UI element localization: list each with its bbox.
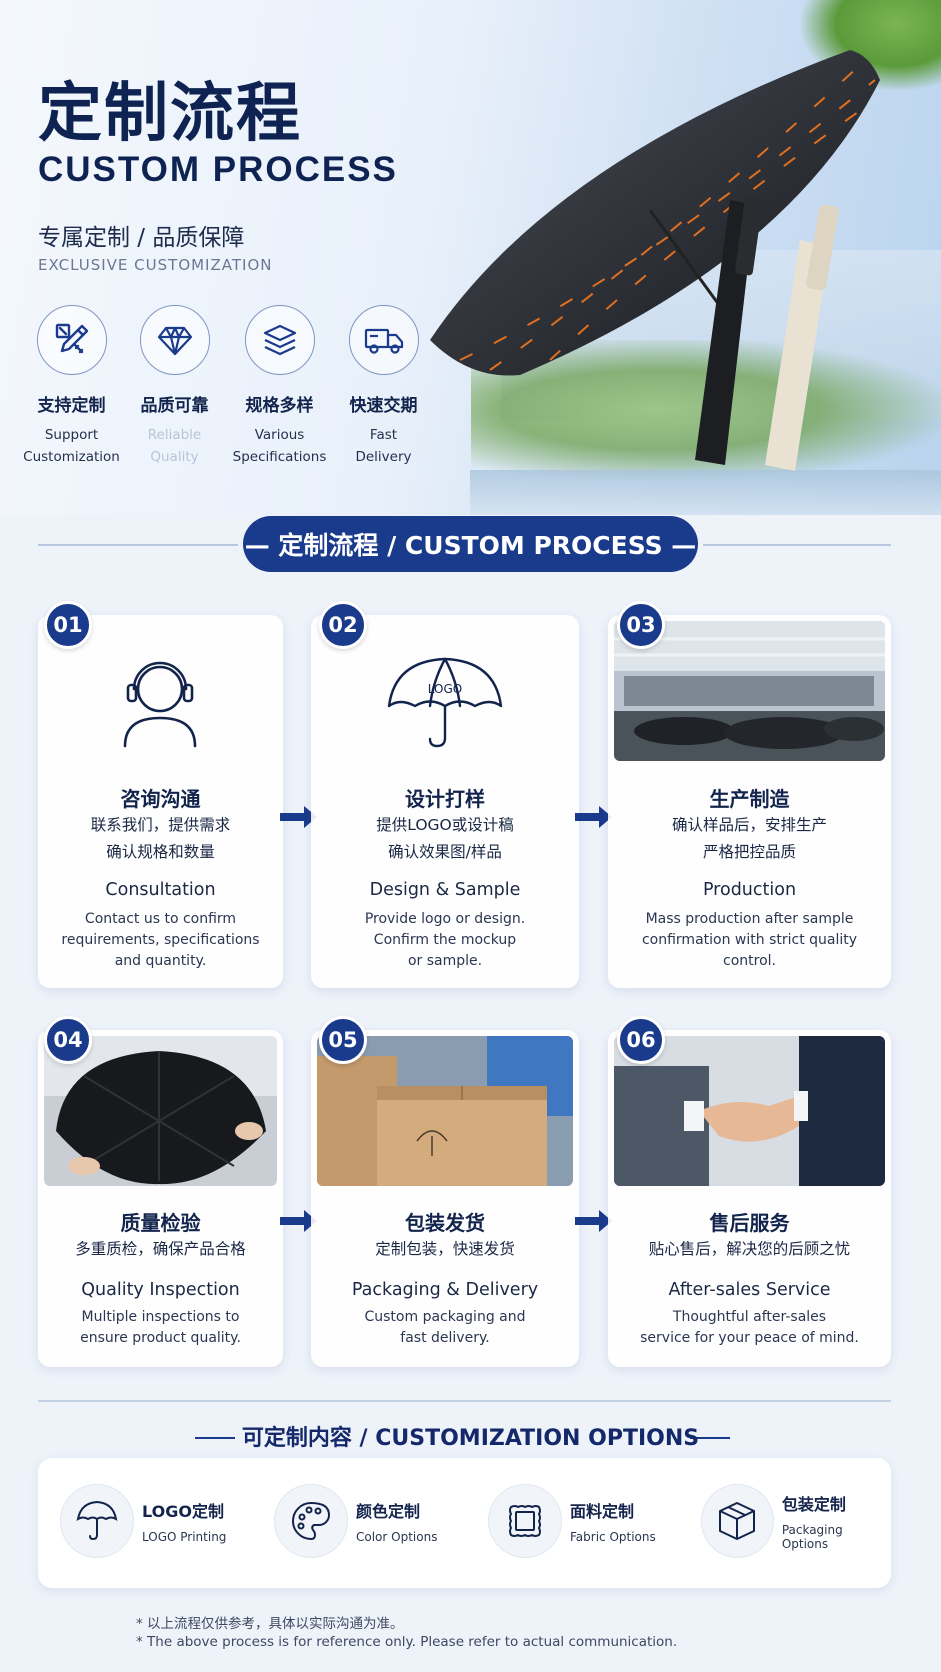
page-subtitle: CUSTOM PROCESS — [38, 150, 398, 189]
step-title-en: Production — [702, 880, 797, 900]
option-label-en: LOGO Printing — [142, 1530, 227, 1544]
option-label-en: Packaging Options — [781, 1523, 843, 1551]
step-desc-cn: 定制包装，快速发货 — [375, 1240, 515, 1258]
layers-icon — [244, 305, 315, 375]
option-fabric: 面料定制 Fabric Options — [488, 1484, 656, 1558]
feature-label-cn: 快速交期 — [349, 396, 418, 416]
hero-section: 定制流程 CUSTOM PROCESS 专属定制 / 品质保障 EXCLUSIV… — [0, 0, 941, 515]
handshake-photo — [614, 1036, 885, 1186]
step-card-02: LOGO 设计打样 提供LOGO或设计稿确认效果图/样品 Design & Sa… — [311, 615, 579, 988]
arrow-right-icon — [575, 1210, 612, 1232]
tagline-cn: 专属定制 / 品质保障 — [38, 225, 245, 251]
option-label-en: Color Options — [356, 1530, 438, 1544]
step-title-cn: 包装发货 — [405, 1211, 485, 1235]
feature-label-cn: 规格多样 — [245, 396, 314, 416]
step-title-en: Quality Inspection — [81, 1280, 240, 1300]
step-title-cn: 咨询沟通 — [120, 787, 201, 811]
footnote-cn: * 以上流程仅供参考，具体以实际沟通为准。 — [136, 1616, 404, 1632]
step-title-cn: 售后服务 — [709, 1211, 790, 1235]
section-divider — [38, 1400, 891, 1402]
arrow-right-icon — [280, 1210, 317, 1232]
option-packaging: 包装定制 Packaging Options — [701, 1484, 891, 1558]
packaging-photo — [317, 1036, 573, 1186]
step-card-03: 生产制造 确认样品后，安排生产严格把控品质 Production Mass pr… — [608, 615, 891, 988]
step-number-badge: 06 — [617, 1016, 665, 1064]
step-title-cn: 设计打样 — [405, 787, 485, 811]
tagline-en: EXCLUSIVE CUSTOMIZATION — [38, 256, 273, 274]
logo-umbrella-icon: LOGO — [387, 657, 503, 748]
option-color: 颜色定制 Color Options — [274, 1484, 437, 1558]
fabric-icon — [488, 1484, 562, 1558]
banner-line-left — [38, 544, 238, 546]
step-desc-en: Provide logo or design.Confirm the mocku… — [364, 911, 526, 969]
step-number-badge: 05 — [319, 1016, 367, 1064]
step-number-badge: 02 — [319, 601, 367, 649]
feature-label-cn: 品质可靠 — [140, 396, 209, 416]
step-desc-cn: 提供LOGO或设计稿确认效果图/样品 — [376, 816, 514, 861]
box-icon — [701, 1484, 774, 1558]
step-number-badge: 04 — [44, 1016, 92, 1064]
step-desc-cn: 贴心售后，解决您的后顾之忧 — [648, 1240, 851, 1258]
banner-line-right — [703, 544, 891, 546]
arrow-right-icon — [575, 806, 612, 828]
options-title: 可定制内容 / CUSTOMIZATION OPTIONS — [241, 1426, 700, 1451]
feature-label-cn: 支持定制 — [37, 396, 106, 416]
options-title-line-right — [690, 1437, 730, 1439]
step-title-cn: 质量检验 — [120, 1211, 201, 1235]
step-title-en: After-sales Service — [668, 1280, 831, 1300]
umbrella-icon — [60, 1484, 134, 1558]
option-label-cn: 颜色定制 — [356, 1502, 421, 1521]
step-title-en: Consultation — [105, 880, 216, 900]
umbrella-hero-image — [430, 50, 880, 471]
step-card-04: 质量检验 多重质检，确保产品合格 Quality Inspection Mult… — [38, 1030, 283, 1367]
step-title-en: Packaging & Delivery — [351, 1280, 539, 1300]
water-surface — [470, 470, 941, 515]
quality-inspection-photo — [44, 1036, 277, 1186]
truck-icon — [348, 305, 419, 375]
diamond-icon — [139, 305, 210, 375]
step-title-cn: 生产制造 — [709, 787, 790, 811]
step-card-01: 咨询沟通 联系我们，提供需求确认规格和数量 Consultation Conta… — [38, 615, 283, 988]
option-label-cn: LOGO定制 — [142, 1502, 224, 1521]
step-card-05: 包装发货 定制包装，快速发货 Packaging & Delivery Cust… — [311, 1030, 579, 1367]
step-desc-cn: 多重质检，确保产品合格 — [75, 1240, 246, 1258]
step-number-badge: 01 — [44, 601, 92, 649]
section-banner: — 定制流程 / CUSTOM PROCESS — — [243, 516, 698, 572]
pencil-ruler-icon — [36, 305, 107, 375]
option-label-en: Fabric Options — [570, 1530, 656, 1544]
arrow-right-icon — [280, 806, 317, 828]
palette-icon — [274, 1484, 348, 1558]
options-title-line-left — [195, 1437, 235, 1439]
options-card: LOGO定制 LOGO Printing 颜色定制 Color Options — [38, 1458, 891, 1588]
option-label-cn: 包装定制 — [781, 1495, 846, 1514]
footnote-en: * The above process is for reference onl… — [136, 1634, 678, 1650]
option-logo: LOGO定制 LOGO Printing — [60, 1484, 226, 1558]
svg-text:LOGO: LOGO — [428, 682, 462, 696]
headset-person-icon — [123, 661, 197, 748]
step-card-06: 售后服务 贴心售后，解决您的后顾之忧 After-sales Service T… — [608, 1030, 891, 1367]
option-label-cn: 面料定制 — [570, 1502, 635, 1521]
step-title-en: Design & Sample — [369, 880, 521, 900]
step-number-badge: 03 — [617, 601, 665, 649]
step-desc-cn: 确认样品后，安排生产严格把控品质 — [671, 816, 827, 861]
step-desc-cn: 联系我们，提供需求确认规格和数量 — [90, 816, 231, 861]
page-title: 定制流程 — [38, 77, 302, 151]
